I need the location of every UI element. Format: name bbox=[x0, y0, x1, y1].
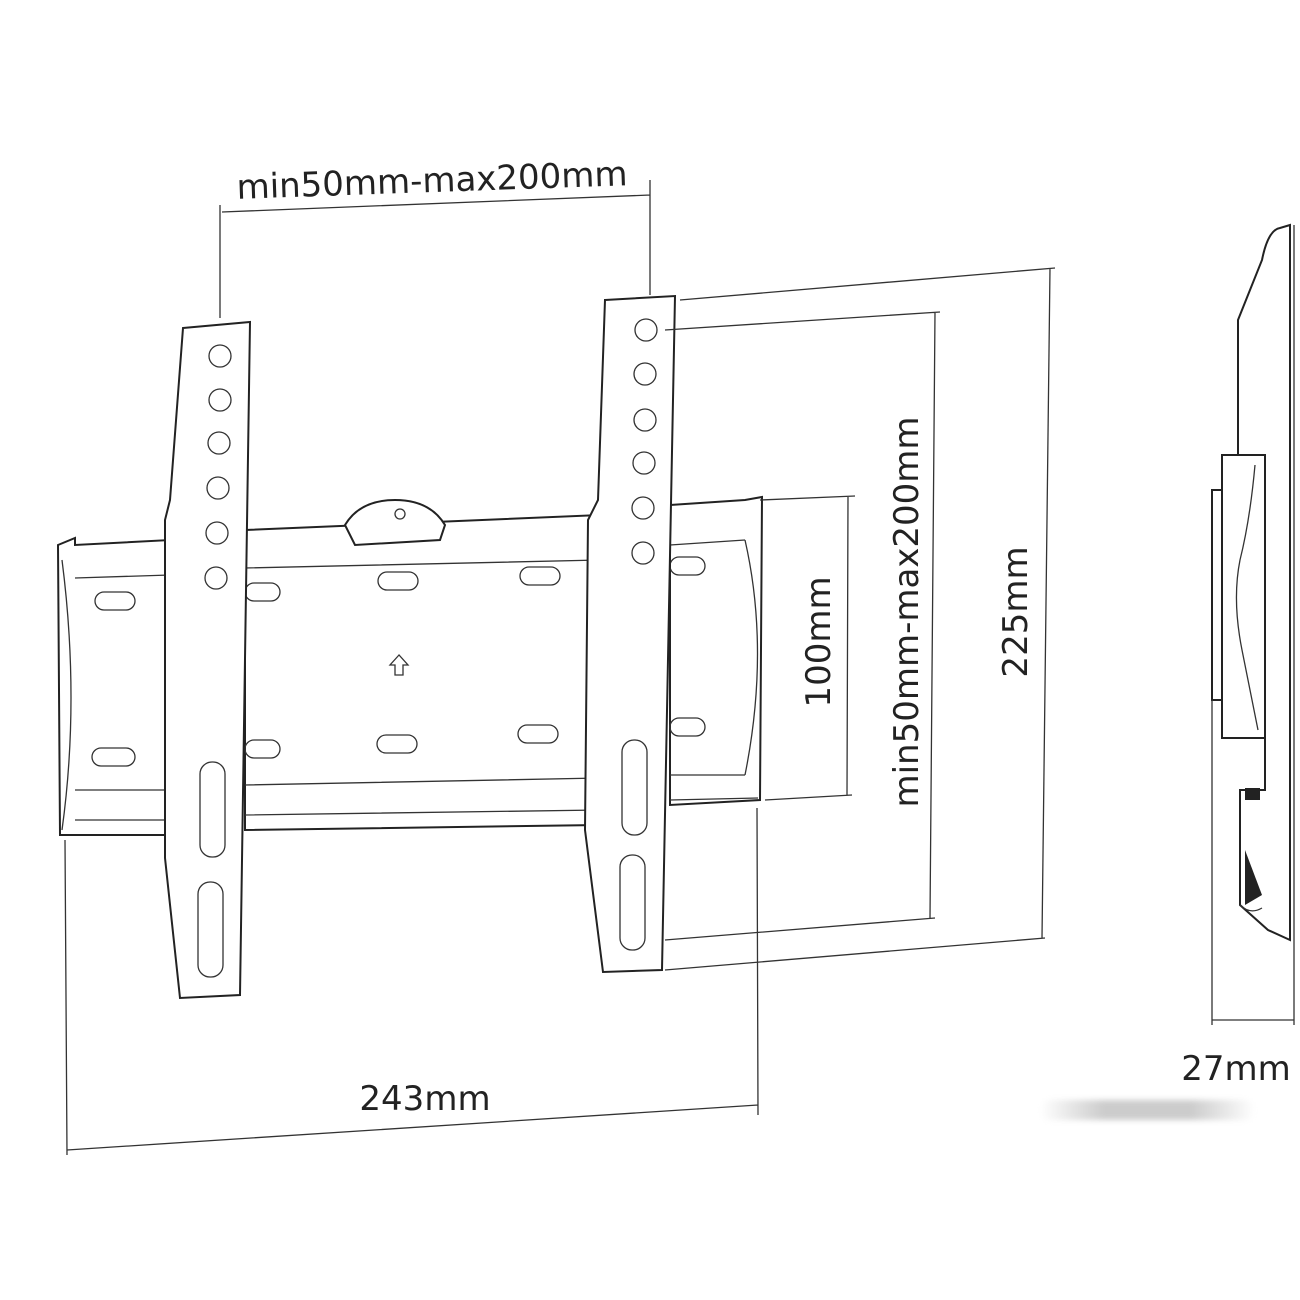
side-view-shadow bbox=[1040, 1100, 1255, 1120]
vertical-vesa-label: min50mm-max200mm bbox=[887, 416, 927, 807]
arm-height-label: 225mm bbox=[996, 546, 1036, 677]
up-arrow-icon bbox=[388, 654, 410, 676]
dimension-lines bbox=[64, 180, 1056, 1156]
left-arm bbox=[164, 320, 252, 1000]
plate-slots bbox=[91, 556, 706, 767]
depth-label: 27mm bbox=[1181, 1049, 1291, 1089]
plate-width-label: 243mm bbox=[359, 1079, 490, 1119]
right-arm bbox=[583, 294, 677, 974]
horizontal-vesa-label: min50mm-max200mm bbox=[236, 154, 628, 208]
wall-plate bbox=[56, 495, 764, 836]
lock-clip bbox=[343, 498, 447, 547]
side-view bbox=[1211, 223, 1295, 1025]
plate-height-label: 100mm bbox=[799, 576, 839, 707]
